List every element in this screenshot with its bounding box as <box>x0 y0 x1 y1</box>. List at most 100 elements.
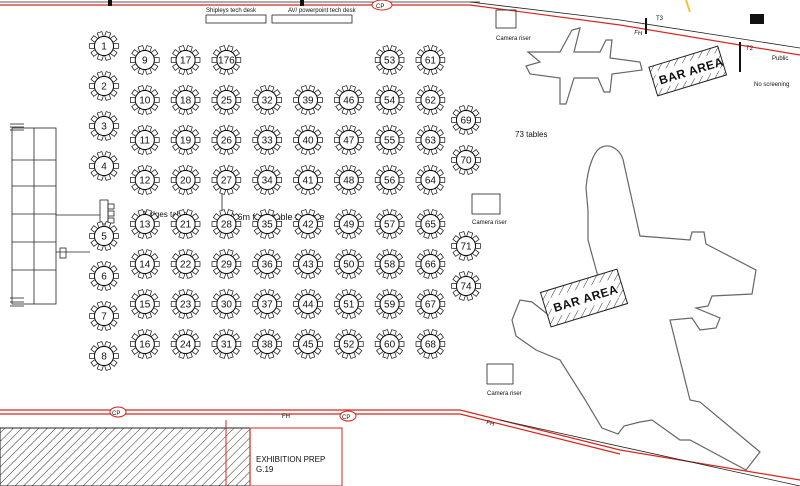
room-code: G.19 <box>256 465 274 474</box>
round-table: 29 <box>211 249 242 279</box>
bar-area-top: BAR AREA <box>648 45 728 97</box>
round-table: 56 <box>374 165 405 195</box>
t-markers: T3 T2 <box>645 0 764 72</box>
table-number: 37 <box>262 300 274 311</box>
round-table: 8 <box>89 341 119 371</box>
fh-label: FH <box>282 414 290 420</box>
table-number: 34 <box>262 176 274 187</box>
table-number: 48 <box>343 176 355 187</box>
round-table: 60 <box>374 329 405 359</box>
tables-count: 73 tables <box>515 130 547 139</box>
table-number: 41 <box>302 176 314 187</box>
table-number: 27 <box>221 176 233 187</box>
round-table: 16 <box>130 329 160 359</box>
round-table: 54 <box>374 85 405 115</box>
table-number: 43 <box>302 260 314 271</box>
round-table: 51 <box>334 289 364 319</box>
exhibition-prep-label: EXHIBITION PREP <box>256 455 325 464</box>
camera-riser-bottom: Camera riser <box>486 363 522 397</box>
table-number: 56 <box>384 176 396 187</box>
round-table: 31 <box>211 329 242 359</box>
table-number: 55 <box>384 136 396 147</box>
table-number: 45 <box>302 340 314 351</box>
round-table: 3 <box>89 111 119 141</box>
round-table: 48 <box>334 165 364 195</box>
table-number: 60 <box>384 340 396 351</box>
table-number: 6 <box>101 272 107 283</box>
table-number: 31 <box>221 340 233 351</box>
camera-riser-top: Camera riser <box>495 9 531 42</box>
table-number: 14 <box>139 260 151 271</box>
judges-tables: Judges tables <box>99 199 191 225</box>
round-table: 38 <box>252 329 282 359</box>
stage-block <box>10 123 100 307</box>
round-table: 35 <box>252 209 282 239</box>
table-number: 13 <box>139 220 151 231</box>
round-table: 32 <box>252 85 282 115</box>
exhibition-prep-room: EXHIBITION PREP G.19 <box>0 420 343 486</box>
camera-riser-middle: Camera riser <box>471 193 507 226</box>
tables-layer: 1234567891011121314151617181920212223241… <box>89 31 481 371</box>
table-number: 59 <box>384 300 396 311</box>
table-number: 5 <box>101 232 107 243</box>
round-table: 7 <box>89 301 119 331</box>
round-table: 4 <box>89 151 119 181</box>
fh-label: FH <box>485 420 494 428</box>
camera-riser-label: Camera riser <box>496 36 531 42</box>
table-number: 176 <box>218 56 235 67</box>
round-table: 13 <box>130 209 160 239</box>
round-table: 15 <box>130 289 160 319</box>
table-number: 11 <box>140 136 151 147</box>
round-table: 52 <box>334 329 364 359</box>
camera-riser-label: Camera riser <box>487 391 522 397</box>
table-number: 12 <box>139 176 151 187</box>
round-table: 28 <box>211 209 242 239</box>
table-number: 62 <box>425 96 437 107</box>
av-tech-desk: AV/ powerpoint tech desk <box>271 8 357 24</box>
round-table: 62 <box>415 85 446 115</box>
table-number: 66 <box>425 260 437 271</box>
cp-label: CP <box>376 4 384 10</box>
round-table: 11 <box>130 125 160 155</box>
table-number: 17 <box>180 56 192 67</box>
table-number: 19 <box>180 136 192 147</box>
table-number: 63 <box>425 136 437 147</box>
table-number: 35 <box>262 220 274 231</box>
table-number: 18 <box>180 96 192 107</box>
public-label: Public <box>772 56 788 62</box>
no-screening-label: No screening <box>754 82 789 88</box>
table-number: 1 <box>101 42 107 53</box>
round-table: 47 <box>334 125 364 155</box>
round-table: 69 <box>451 105 481 135</box>
aircraft-large <box>511 145 761 471</box>
round-table: 45 <box>293 329 323 359</box>
table-number: 49 <box>343 220 355 231</box>
av-tech-desk-label: AV/ powerpoint tech desk <box>288 8 357 14</box>
round-table: 70 <box>451 145 481 175</box>
round-table: 10 <box>130 85 160 115</box>
round-table: 17 <box>170 45 201 75</box>
table-number: 24 <box>180 340 192 351</box>
table-number: 30 <box>221 300 233 311</box>
table-number: 71 <box>460 242 472 253</box>
table-number: 2 <box>101 82 107 93</box>
table-number: 23 <box>180 300 192 311</box>
table-number: 29 <box>221 260 233 271</box>
table-number: 15 <box>139 300 151 311</box>
round-table: 50 <box>334 249 364 279</box>
table-number: 16 <box>139 340 151 351</box>
round-table: 55 <box>374 125 405 155</box>
round-table: 9 <box>130 45 160 75</box>
table-number: 52 <box>343 340 355 351</box>
round-table: 5 <box>89 221 119 251</box>
round-table: 33 <box>252 125 282 155</box>
table-number: 51 <box>343 300 355 311</box>
round-table: 61 <box>415 45 446 75</box>
table-number: 25 <box>221 96 233 107</box>
round-table: 2 <box>89 71 119 101</box>
camera-riser-label: Camera riser <box>472 220 507 226</box>
shipleys-tech-desk-label: Shipleys tech desk <box>206 8 257 14</box>
table-number: 64 <box>425 176 437 187</box>
cp-marker-bottom-left: CP <box>109 406 127 418</box>
